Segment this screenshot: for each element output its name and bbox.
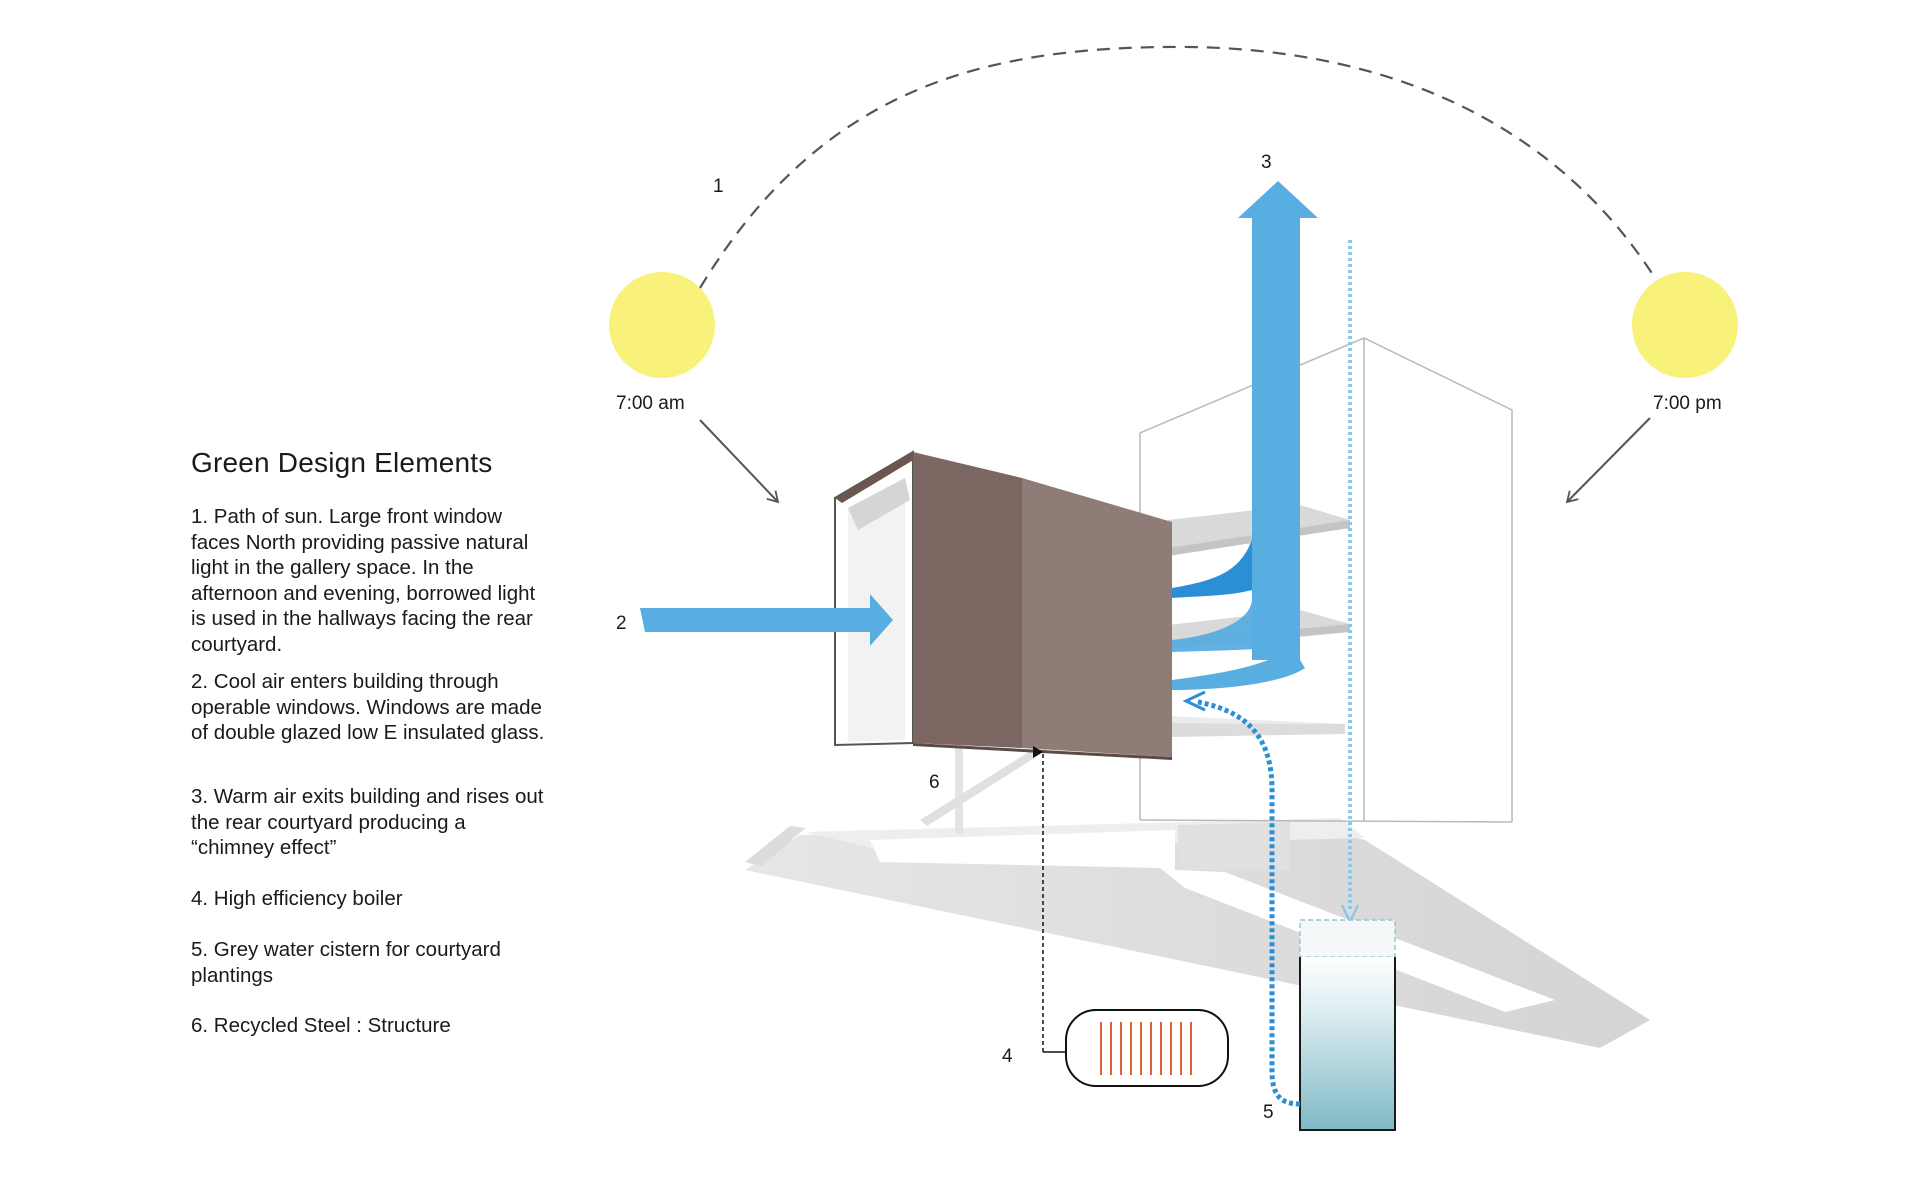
legend-item-cool-air: 2. Cool air enters building through oper… xyxy=(191,670,545,744)
high-efficiency-boiler xyxy=(1065,1009,1229,1087)
rear-podium xyxy=(1178,822,1290,870)
morning-sun xyxy=(609,272,715,378)
sun-path-arc xyxy=(699,45,1656,289)
legend-item-cistern: 5. Grey water cistern for courtyard plan… xyxy=(191,938,501,987)
steel-column xyxy=(955,742,963,834)
grey-water-reuse-loop xyxy=(1197,699,1301,1107)
front-box-interior-shade xyxy=(848,478,910,530)
morning-sun-time-label: 7:00 am xyxy=(616,393,685,414)
steel-stair xyxy=(920,745,1047,826)
evening-sun-time-label: 7:00 pm xyxy=(1653,393,1722,414)
cor-ten-cladding-left xyxy=(913,452,1022,748)
boiler-heating-elements xyxy=(1100,1022,1192,1075)
warm-air-chimney-arrow xyxy=(1238,181,1318,660)
morning-sun-ray-arrow xyxy=(699,419,780,504)
evening-sun xyxy=(1632,272,1738,378)
legend-title: Green Design Elements xyxy=(191,447,493,478)
callout-4: 4 xyxy=(1002,1046,1013,1067)
legend-item-boiler: 4. High efficiency boiler xyxy=(191,887,403,910)
front-steps xyxy=(745,826,806,866)
rear-glass-volume xyxy=(1139,337,1513,823)
callout-5: 5 xyxy=(1263,1102,1274,1123)
front-box-roof-edge xyxy=(835,452,920,503)
courtyard-well xyxy=(870,830,1555,1012)
grey-water-reuse-arrowhead xyxy=(1182,690,1206,712)
cor-ten-cladding-right xyxy=(1022,478,1172,757)
callout-3: 3 xyxy=(1261,152,1272,173)
callout-1: 1 xyxy=(713,176,724,197)
site-ground-slab xyxy=(745,820,1650,1048)
evening-sun-ray-arrow xyxy=(1565,417,1651,504)
legend: Green Design Elements 1. Path of sun. La… xyxy=(191,447,551,1037)
warm-air-branch-mid xyxy=(1172,600,1300,652)
legend-item-sun-path: 1. Path of sun. Large front window faces… xyxy=(191,505,536,656)
warm-air-branch-top xyxy=(1172,540,1252,598)
legend-item-steel: 6. Recycled Steel : Structure xyxy=(191,1014,451,1037)
legend-item-warm-air: 3. Warm air exits building and rises out… xyxy=(191,785,544,859)
cool-air-inlet-arrow xyxy=(640,594,893,646)
callout-2: 2 xyxy=(616,613,627,634)
grey-water-cistern-top xyxy=(1299,919,1396,958)
warm-air-branch-low xyxy=(1172,640,1305,690)
grey-water-cistern xyxy=(1300,957,1395,1130)
callout-6: 6 xyxy=(929,772,940,793)
